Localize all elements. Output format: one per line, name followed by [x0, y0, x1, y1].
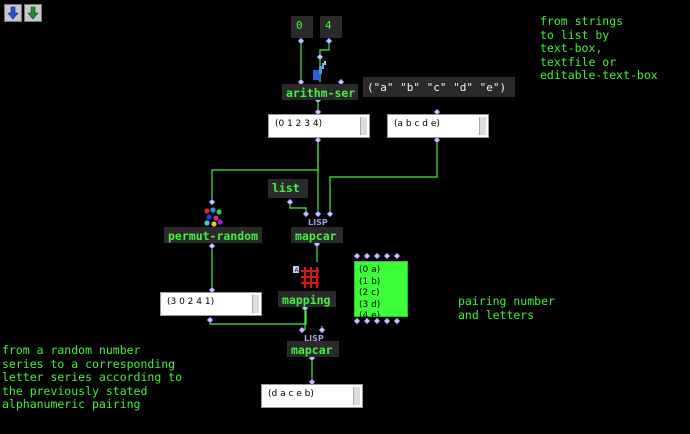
mapping-box[interactable]: mapping — [278, 291, 336, 307]
random-textbox-value: (3 0 2 4 1) — [167, 297, 215, 307]
lisp-tag-1: LISP — [308, 218, 328, 227]
series-textbox[interactable]: (0 1 2 3 4) — [268, 114, 370, 138]
mapping-icon[interactable]: A — [293, 265, 321, 289]
letters-textbox[interactable]: (a b c d e) — [387, 114, 489, 138]
green-down-arrow-icon — [27, 6, 39, 20]
lisp-tag-2: LISP — [304, 334, 324, 343]
permut-random-icon[interactable] — [203, 207, 223, 227]
series-textbox-scrollbar[interactable] — [360, 117, 367, 135]
random-textbox-scrollbar[interactable] — [252, 295, 259, 313]
letters-textbox-scrollbar[interactable] — [479, 117, 486, 135]
wire-list-to-mapcar — [289, 202, 307, 213]
pair-item: (2 c) — [359, 288, 380, 298]
comment-strings-to-list: from strings to list by text-box, textfi… — [540, 14, 658, 82]
pair-item: (4 e) — [359, 311, 381, 321]
pair-item: (1 b) — [359, 276, 381, 287]
green-down-arrow-button[interactable] — [24, 4, 42, 22]
start-number-box[interactable]: 0 — [291, 16, 313, 38]
strings-box[interactable]: ("a" "b" "c" "d" "e") — [363, 77, 515, 97]
down-arrow-button[interactable] — [4, 4, 22, 22]
result-textbox-value: (d a c e b) — [268, 389, 314, 399]
mapcar-box-1[interactable]: mapcar — [291, 227, 343, 243]
random-textbox[interactable]: (3 0 2 4 1) — [160, 292, 262, 316]
arithm-ser-icon[interactable] — [311, 60, 329, 82]
pairs-list[interactable]: (0 a) (1 b) (2 c) (3 d) (4 e) — [354, 261, 408, 321]
mapcar-box-2[interactable]: mapcar — [287, 341, 339, 357]
pair-item: (0 a) — [359, 265, 381, 275]
result-textbox-scrollbar[interactable] — [353, 387, 360, 405]
result-textbox[interactable]: (d a c e b) — [261, 384, 363, 408]
permut-random-box[interactable]: permut-random — [164, 227, 262, 243]
down-arrow-icon — [7, 6, 19, 20]
arithm-ser-box[interactable]: arithm-ser — [282, 84, 358, 100]
letters-textbox-value: (a b c d e) — [394, 119, 440, 129]
series-textbox-value: (0 1 2 3 4) — [275, 119, 323, 129]
comment-random-series: from a random number series to a corresp… — [2, 343, 183, 411]
list-box[interactable]: list — [268, 179, 308, 198]
wire-letters-to-mapcar — [329, 140, 438, 213]
pair-item: (3 d) — [359, 299, 381, 310]
count-number-box[interactable]: 4 — [320, 16, 342, 38]
svg-text:A: A — [295, 267, 300, 274]
comment-pairing: pairing number and letters — [458, 294, 555, 322]
